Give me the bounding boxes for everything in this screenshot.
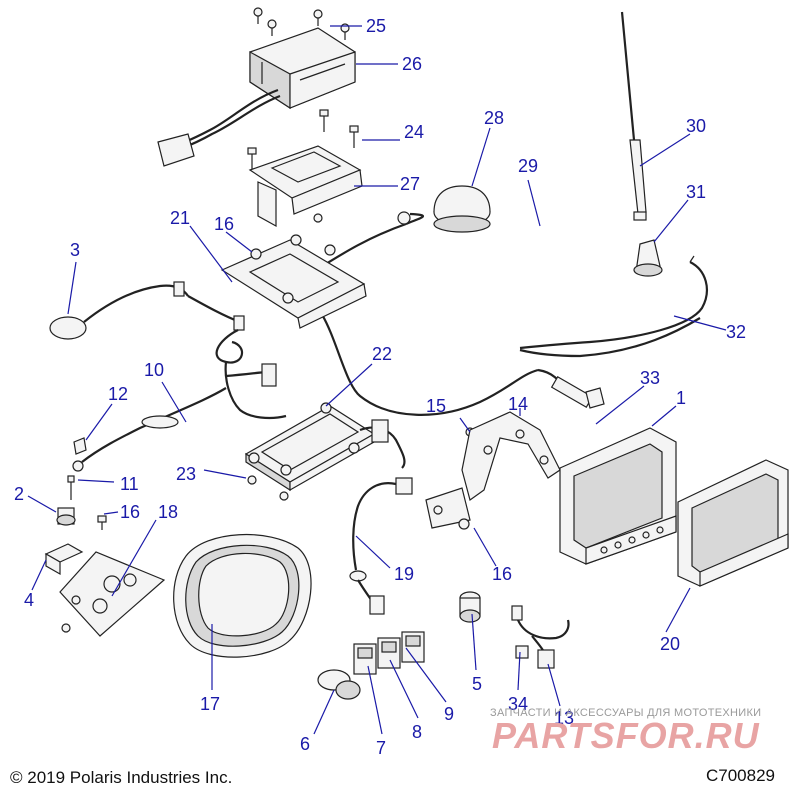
callout-6: 6 bbox=[300, 734, 310, 754]
part-19-cable bbox=[349, 477, 413, 615]
callout-17: 17 bbox=[200, 694, 220, 714]
callout-16: 16 bbox=[120, 502, 140, 522]
callout-23: 23 bbox=[176, 464, 196, 484]
part-4-bracket bbox=[44, 543, 84, 576]
callout-22: 22 bbox=[372, 344, 392, 364]
callout-16: 16 bbox=[214, 214, 234, 234]
part-10-harness bbox=[72, 329, 287, 472]
part-33-camera bbox=[550, 375, 605, 409]
callout-7: 7 bbox=[376, 738, 386, 758]
part-12-clip bbox=[73, 437, 87, 455]
callout-11: 11 bbox=[120, 474, 139, 494]
callout-26: 26 bbox=[402, 54, 422, 74]
part-16c-nut bbox=[458, 518, 470, 530]
callout-5: 5 bbox=[472, 674, 482, 694]
callout-18: 18 bbox=[158, 502, 178, 522]
part-18-bracket bbox=[59, 551, 166, 637]
part-28-dome bbox=[433, 185, 491, 233]
callout-34: 34 bbox=[508, 694, 528, 714]
part-16b-screw bbox=[97, 515, 107, 530]
callout-8: 8 bbox=[412, 722, 422, 742]
callout-28: 28 bbox=[484, 108, 504, 128]
callout-1: 1 bbox=[676, 388, 686, 408]
copyright-text: © 2019 Polaris Industries Inc. bbox=[10, 768, 233, 787]
part-14-bracket bbox=[425, 411, 561, 529]
callout-14: 14 bbox=[508, 394, 528, 414]
callout-19: 19 bbox=[394, 564, 414, 584]
part-20-bezel bbox=[677, 459, 789, 587]
callout-27: 27 bbox=[400, 174, 420, 194]
callout-4: 4 bbox=[24, 590, 34, 610]
part-1-display bbox=[559, 427, 677, 565]
part-5-socket bbox=[459, 591, 481, 623]
callout-25: 25 bbox=[366, 16, 386, 36]
callout-9: 9 bbox=[444, 704, 454, 724]
part-2-sensor bbox=[56, 507, 76, 526]
callout-10: 10 bbox=[144, 360, 164, 380]
part-30-antenna bbox=[620, 11, 647, 221]
callout-21: 21 bbox=[170, 208, 190, 228]
callout-13: 13 bbox=[554, 708, 574, 728]
part-17-gauge bbox=[173, 534, 312, 658]
part-21-bracket bbox=[220, 234, 367, 329]
callout-31: 31 bbox=[686, 182, 706, 202]
diagram-code: C700829 bbox=[706, 766, 776, 785]
watermark-subtitle: ЗАПЧАСТИ И АКСЕССУАРЫ ДЛЯ МОТОТЕХНИКИ bbox=[490, 707, 762, 719]
watermark-logo: PARTSFOR.RU bbox=[492, 715, 760, 756]
part-26-module bbox=[157, 27, 356, 167]
callout-15: 15 bbox=[426, 396, 446, 416]
callout-29: 29 bbox=[518, 156, 538, 176]
part-32-cable bbox=[519, 255, 708, 350]
callout-labels: 25 26 24 27 28 29 30 31 32 21 16 3 22 10… bbox=[14, 16, 746, 758]
callout-33: 33 bbox=[640, 368, 660, 388]
part-29-cable bbox=[268, 211, 701, 416]
callout-16: 16 bbox=[492, 564, 512, 584]
part-22-module bbox=[244, 402, 406, 492]
part-6-9-switches bbox=[317, 631, 425, 700]
part-16a-nut bbox=[250, 248, 262, 260]
part-3-sensor bbox=[49, 281, 245, 340]
callout-24: 24 bbox=[404, 122, 424, 142]
part-23-nut bbox=[247, 475, 289, 501]
callout-2: 2 bbox=[14, 484, 24, 504]
callout-12: 12 bbox=[108, 384, 128, 404]
callout-20: 20 bbox=[660, 634, 680, 654]
part-27-bracket bbox=[248, 145, 363, 228]
part-34-13-harness bbox=[511, 605, 570, 669]
callout-3: 3 bbox=[70, 240, 80, 260]
leader-lines bbox=[27, 25, 727, 735]
callout-32: 32 bbox=[726, 322, 746, 342]
part-11-bolt bbox=[67, 475, 75, 500]
part-31-antenna-base bbox=[633, 239, 663, 277]
callout-30: 30 bbox=[686, 116, 706, 136]
